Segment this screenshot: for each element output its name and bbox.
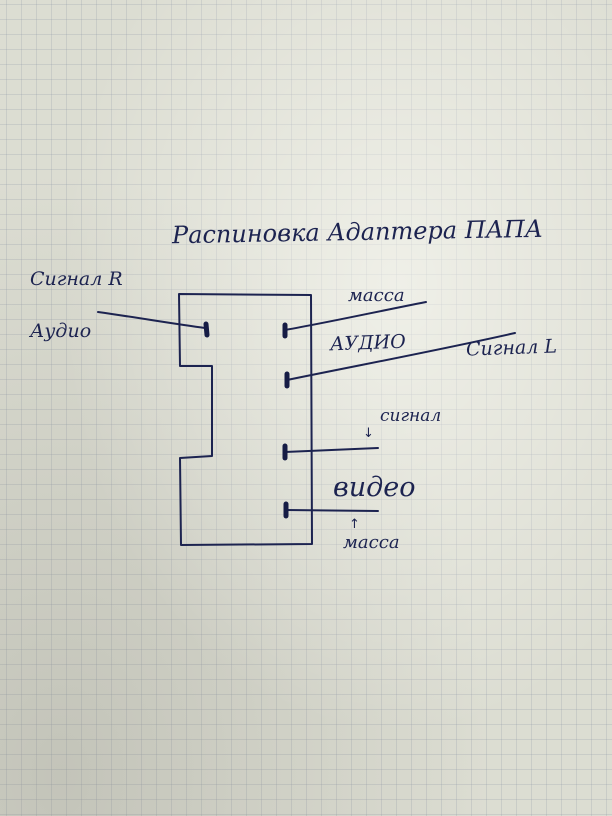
label-signal-l: Сигнал L: [465, 335, 558, 361]
label-audio-right: АУДИО: [329, 330, 407, 356]
arrow-up-icon: ↑: [349, 517, 360, 532]
label-massa-audio: масса: [348, 285, 405, 306]
connector-outline: [178, 293, 313, 546]
wire-signal-video: [284, 447, 379, 453]
label-signal-r: Сигнал R: [30, 268, 123, 290]
label-audio-left: Аудио: [30, 320, 92, 342]
wire-massa-video: [285, 509, 379, 512]
wire-massa-audio: [284, 301, 427, 331]
label-video: видео: [333, 472, 416, 503]
wire-signal-l: [286, 332, 516, 381]
label-signal-video: сигнал: [380, 406, 442, 426]
arrow-down-icon: ↓: [363, 426, 374, 441]
label-massa-video: масса: [343, 532, 400, 553]
diagram-title: Распиновка Адаптера ПАПА: [171, 214, 544, 250]
pin-left-audio-r: [203, 321, 210, 338]
wire-signal-r: [97, 311, 206, 329]
